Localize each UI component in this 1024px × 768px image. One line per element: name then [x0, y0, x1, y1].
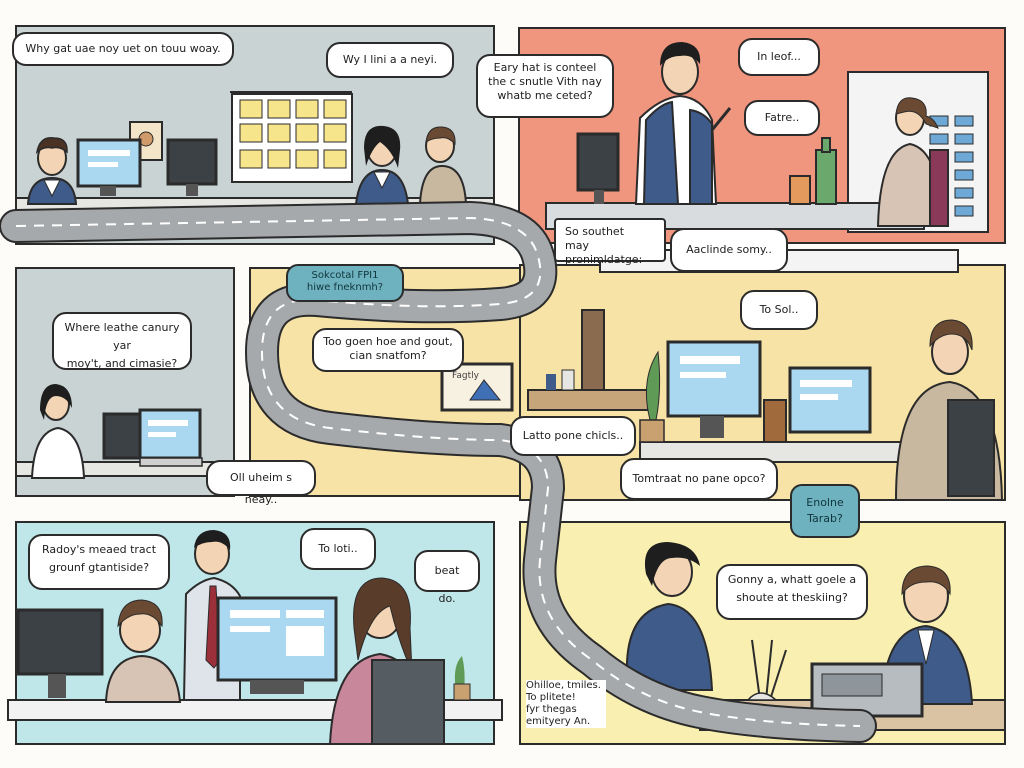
- speech-bubble: Radoy's meaed tract grounf gtantiside?: [28, 534, 170, 590]
- speech-bubble: Eary hat is conteel the c snutle Vith na…: [476, 54, 614, 118]
- office-worker: [418, 126, 468, 205]
- speech-bubble: To Sol..: [740, 290, 818, 330]
- bottom-left-scene: [7, 530, 503, 745]
- computer-monitor: [16, 608, 104, 676]
- road-sign-caption: Ohilloe, tmiles. To plitete! fyr thegas …: [526, 680, 606, 728]
- office-worker: [30, 384, 86, 479]
- bottle: [789, 175, 811, 205]
- office-worker: [876, 97, 949, 227]
- sign-board: Sokcotal FPI1 hiwe fneknmh?: [286, 264, 404, 302]
- speech-bubble: Latto pone chicls..: [510, 416, 636, 456]
- speech-bubble: In leof...: [738, 38, 820, 76]
- wall-picture-text: Fagtly: [452, 371, 479, 381]
- office-worker: [894, 319, 1004, 501]
- office-worker: [328, 577, 445, 745]
- speech-bubble: Too goen hoe and gout, cian snatfom?: [312, 328, 464, 372]
- office-worker: [26, 137, 78, 205]
- speech-bubble: Aaclinde somy..: [670, 228, 788, 272]
- speech-bubble: beat do.: [414, 550, 480, 605]
- winding-road: [0, 200, 877, 743]
- computer-monitor: [166, 138, 218, 186]
- computer-monitor: [102, 412, 144, 460]
- presenter: [634, 42, 732, 205]
- wall-picture: [440, 362, 514, 412]
- speech-bubble: Why gat uae noy uet on touu woay.: [12, 32, 234, 66]
- bottle: [815, 149, 837, 205]
- top-left-scene: [15, 91, 495, 211]
- speech-bubble: Gonny a, whatt goele a shoute at theskii…: [716, 564, 868, 620]
- computer-monitor: [666, 340, 762, 418]
- office-worker: [354, 125, 410, 205]
- mid-right-scene: [639, 319, 1004, 501]
- speech-bubble: Fatre..: [744, 100, 820, 136]
- speech-bubble: Wy I lini a a neyi.: [326, 42, 454, 78]
- speech-bubble: Oll uheim s neay..: [206, 460, 316, 506]
- speech-bubble: Tomtraat no pane opco?: [620, 458, 778, 500]
- computer-monitor: [576, 132, 620, 192]
- speech-bubble: So southet may pronimldatge:: [554, 218, 666, 266]
- speech-bubble: To loti..: [300, 528, 376, 570]
- mid-center-scene: [440, 309, 649, 412]
- sign-board: Enolne Tarab?: [790, 484, 860, 538]
- mid-left-scene: [15, 384, 235, 479]
- speech-bubble: Where leathe canury yar moy't, and cimas…: [52, 312, 192, 370]
- child: [104, 599, 182, 703]
- thinking-person: [625, 542, 714, 691]
